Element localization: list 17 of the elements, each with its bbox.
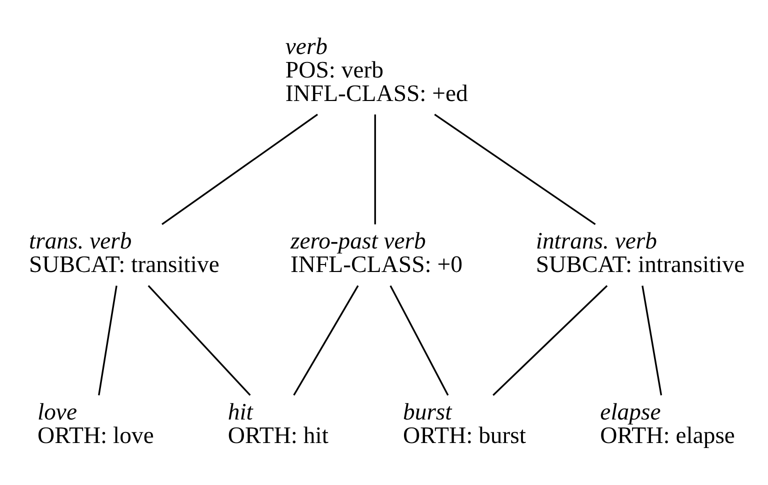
node-text: verb POS: verb INFL-CLASS: +ed [285,33,468,107]
connector [390,284,449,396]
node-text: burst ORTH: burst [403,398,526,449]
connector [642,285,662,395]
connector [293,284,359,396]
node-text: intrans. verb SUBCAT: intransitive [536,228,745,278]
connector [374,114,376,224]
connector [148,284,251,396]
node-text: hit ORTH: hit [228,398,328,449]
node-text: love ORTH: love [38,398,154,449]
connector [434,113,596,225]
connector [162,113,318,225]
node-text: elapse ORTH: elapse [600,398,735,449]
connector [98,285,118,395]
connector [492,284,608,396]
node-text: zero-past verb INFL-CLASS: +0 [290,228,462,278]
node-text: trans. verb SUBCAT: transitive [29,228,220,278]
